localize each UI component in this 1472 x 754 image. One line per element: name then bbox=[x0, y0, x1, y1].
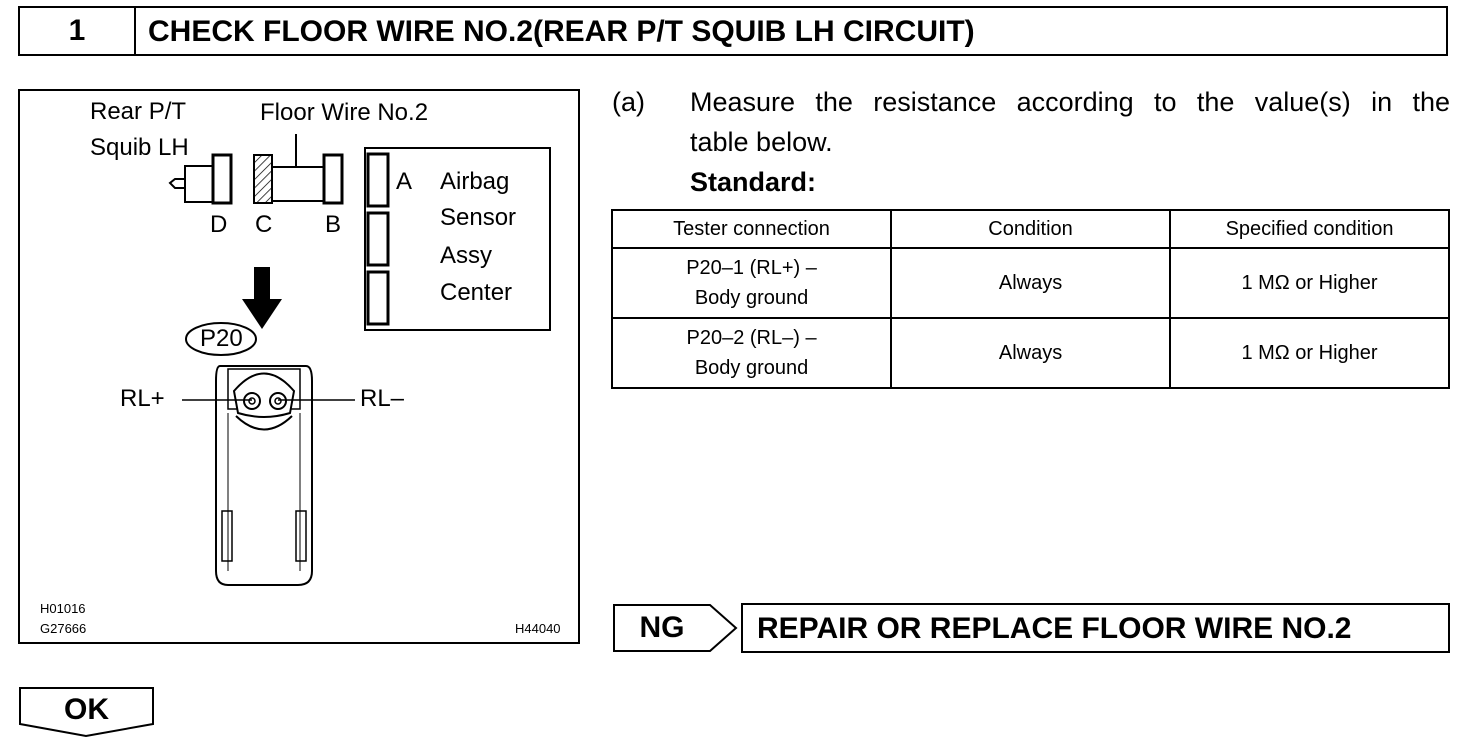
specified-condition-cell: 1 MΩ or Higher bbox=[1169, 247, 1450, 319]
step-number: 1 bbox=[20, 8, 136, 54]
connection-line-1: P20–1 (RL+) – bbox=[686, 257, 817, 279]
label-pin-rl-minus: RL– bbox=[360, 385, 405, 412]
table-header-row: Tester connection Condition Specified co… bbox=[610, 209, 1450, 249]
connector-diagram: Rear P/T Squib LH Floor Wire No.2 D C B … bbox=[18, 89, 580, 644]
label-connector-b: B bbox=[325, 211, 342, 238]
label-center: Center bbox=[440, 279, 513, 306]
ok-arrow-shape bbox=[19, 687, 154, 738]
connection-line-2: Body ground bbox=[694, 357, 809, 379]
figure-code-1: H01016 bbox=[40, 601, 86, 616]
tester-connection-cell: P20–1 (RL+) – Body ground bbox=[610, 247, 893, 319]
tester-connection-cell: P20–2 (RL–) – Body ground bbox=[610, 317, 893, 389]
column-header: Specified condition bbox=[1169, 209, 1450, 249]
label-connector-a: A bbox=[396, 168, 413, 195]
label-assy: Assy bbox=[440, 242, 493, 269]
ok-result-label[interactable]: OK bbox=[64, 693, 109, 726]
label-floor-wire: Floor Wire No.2 bbox=[260, 99, 429, 126]
ng-action-box: REPAIR OR REPLACE FLOOR WIRE NO.2 bbox=[741, 603, 1450, 653]
instruction-line-1: Measure the resistance according to the … bbox=[690, 87, 1450, 117]
specified-condition-cell: 1 MΩ or Higher bbox=[1169, 317, 1450, 389]
column-header: Condition bbox=[890, 209, 1172, 249]
wiring-illustration bbox=[168, 134, 551, 586]
ng-arrow-shape bbox=[613, 604, 738, 652]
condition-cell: Always bbox=[890, 317, 1172, 389]
standard-label: Standard: bbox=[690, 167, 817, 197]
label-connector-d: D bbox=[210, 211, 228, 238]
resistance-spec-table: Tester connection Condition Specified co… bbox=[610, 209, 1450, 389]
column-header: Tester connection bbox=[610, 209, 893, 249]
step-header: 1 CHECK FLOOR WIRE NO.2(REAR P/T SQUIB L… bbox=[18, 6, 1448, 56]
label-squib-lh: Squib LH bbox=[90, 134, 189, 161]
connection-line-2: Body ground bbox=[694, 287, 809, 309]
label-airbag: Airbag bbox=[440, 168, 510, 195]
label-connector-id: P20 bbox=[200, 325, 243, 352]
figure-code-3: H44040 bbox=[515, 621, 561, 636]
step-title: CHECK FLOOR WIRE NO.2(REAR P/T SQUIB LH … bbox=[148, 15, 975, 48]
connection-line-1: P20–2 (RL–) – bbox=[686, 327, 817, 349]
table-row: P20–1 (RL+) – Body ground Always 1 MΩ or… bbox=[610, 247, 1450, 319]
condition-cell: Always bbox=[890, 247, 1172, 319]
table-row: P20–2 (RL–) – Body ground Always 1 MΩ or… bbox=[610, 317, 1450, 389]
instruction-line-2: table below. bbox=[690, 127, 833, 157]
ng-result-label[interactable]: NG bbox=[639, 611, 685, 644]
label-sensor: Sensor bbox=[440, 204, 517, 231]
step-marker: (a) bbox=[612, 87, 645, 117]
figure-code-2: G27666 bbox=[40, 621, 87, 636]
label-connector-c: C bbox=[255, 211, 273, 238]
label-pin-rl-plus: RL+ bbox=[120, 385, 165, 412]
label-rear-pt: Rear P/T bbox=[90, 98, 187, 125]
